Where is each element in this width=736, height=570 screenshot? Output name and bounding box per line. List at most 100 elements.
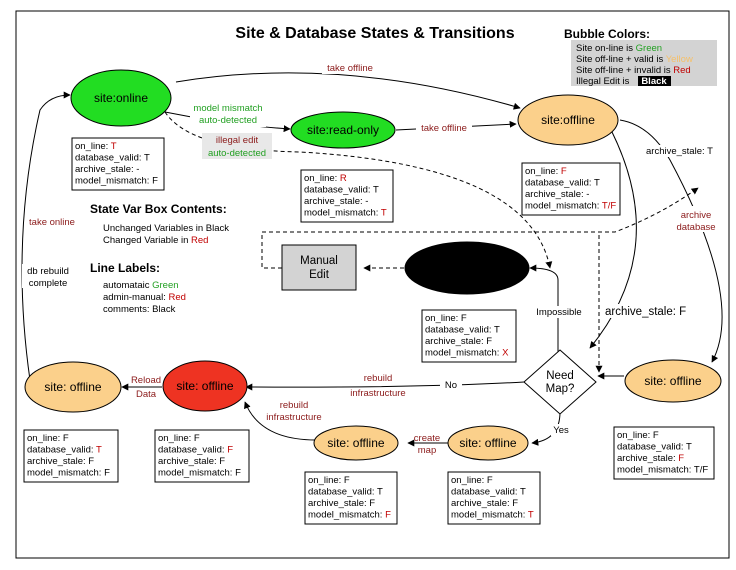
label-reload-data-b: Data xyxy=(136,389,157,400)
node-manual-edit-line1: Manual xyxy=(300,255,338,267)
label-bg xyxy=(440,379,462,391)
edge-archive-database-dashed xyxy=(261,187,699,269)
node-manual-edit[interactable] xyxy=(281,244,357,291)
node-site-offline-top[interactable] xyxy=(517,94,619,146)
node-site-offline-left[interactable] xyxy=(24,361,122,413)
node-site-offline-mid2-label: site: offline xyxy=(459,436,516,450)
line-labels-title: Line Labels: xyxy=(90,261,160,275)
state-var-row: archive_stale: F xyxy=(158,456,225,467)
node-need-map-decision[interactable] xyxy=(523,349,597,415)
label-bg xyxy=(190,101,266,127)
label-bg xyxy=(674,206,718,232)
state-var-row: database_valid: F xyxy=(158,445,233,456)
node-site-online-label: site:online xyxy=(94,91,148,105)
diagram-title: Site & Database States & Transitions xyxy=(235,25,514,42)
line-labels-line3: comments: Black xyxy=(103,304,176,315)
edge-labels: take offline model mismatch auto-detecte… xyxy=(22,62,720,456)
label-archive-db-2: database xyxy=(676,222,715,233)
bubble-color-legend: Bubble Colors: Site on-line is Green Sit… xyxy=(564,27,717,87)
state-var-row: model_mismatch: F xyxy=(75,176,158,187)
state-box-frame xyxy=(613,426,715,480)
diagram-frame xyxy=(15,10,730,559)
node-site-readonly[interactable] xyxy=(290,111,396,149)
node-need-map-line2: Map? xyxy=(546,383,575,395)
state-var-row: on_line: F xyxy=(617,430,659,441)
legend-title: Bubble Colors: xyxy=(564,27,650,41)
label-create-map-a: create xyxy=(414,433,440,444)
label-bg xyxy=(22,264,74,288)
state-var-notes-line2: Changed Variable in Red xyxy=(103,235,208,246)
state-var-row: model_mismatch: T xyxy=(304,208,387,219)
state-var-row: model_mismatch: X xyxy=(425,348,509,359)
label-rebuild-infra-1b: infrastructure xyxy=(350,388,405,399)
state-box-frame xyxy=(421,309,517,363)
node-site-online[interactable] xyxy=(70,69,172,127)
state-var-row: model_mismatch: T/F xyxy=(617,465,708,476)
edge-impossible xyxy=(529,264,559,352)
state-var-notes-title: State Var Box Contents: xyxy=(90,202,227,216)
state-box-frame xyxy=(71,137,165,191)
notes: State Var Box Contents: Unchanged Variab… xyxy=(90,202,229,315)
label-rebuild-infra-2a: rebuild xyxy=(280,400,309,411)
label-rebuild-infra-1a: rebuild xyxy=(364,373,393,384)
edge-no-rebuild-infra xyxy=(245,381,525,391)
legend-black-word: Black xyxy=(641,76,667,87)
node-site-illegal-edit[interactable] xyxy=(404,241,530,295)
state-var-row: database_valid: T xyxy=(425,325,500,336)
state-var-row: archive_stale: F xyxy=(451,498,518,509)
state-var-row: archive_stale: - xyxy=(525,189,589,200)
legend-item-online: Site on-line is Green xyxy=(576,43,662,54)
state-var-row: model_mismatch: T/F xyxy=(525,201,616,212)
node-site-offline-mid1[interactable] xyxy=(313,425,399,461)
state-var-row: archive_stale: F xyxy=(27,456,94,467)
edge-rebuild-infra-2 xyxy=(244,401,317,441)
state-box-frame xyxy=(521,162,621,216)
label-illegal-edit-2: auto-detected xyxy=(208,148,266,159)
label-db-rebuild-b: complete xyxy=(29,278,68,289)
label-reload-data-a: Reload xyxy=(131,375,161,386)
state-var-row: on_line: R xyxy=(304,173,347,184)
state-var-row: database_valid: T xyxy=(27,445,102,456)
label-take-online: take online xyxy=(29,217,75,228)
label-model-mismatch-2: auto-detected xyxy=(199,115,257,126)
label-db-rebuild-a: db rebuild xyxy=(27,266,69,277)
state-var-notes-line1: Unchanged Variables in Black xyxy=(103,223,229,234)
label-archive-stale-t: archive_stale: T xyxy=(646,146,713,157)
state-var-row: database_valid: T xyxy=(75,153,150,164)
state-var-row: on_line: F xyxy=(451,475,493,486)
edges xyxy=(21,72,723,447)
state-var-row: archive_stale: - xyxy=(75,164,139,175)
state-var-row: on_line: F xyxy=(525,166,567,177)
state-box-frame xyxy=(300,169,394,223)
state-var-row: archive_stale: F xyxy=(308,498,375,509)
edge-take-offline-top xyxy=(175,72,521,110)
state-var-row: on_line: F xyxy=(158,433,200,444)
state-var-row: on_line: F xyxy=(27,433,69,444)
state-var-row: on_line: T xyxy=(75,141,117,152)
label-archive-db-1: archive xyxy=(681,210,712,221)
label-bg xyxy=(416,122,472,134)
node-site-illegal-edit-label: site: illegal edit xyxy=(424,261,511,275)
line-labels-line1: automataic Green xyxy=(103,280,179,291)
node-site-offline-right[interactable] xyxy=(624,359,722,403)
node-site-offline-top-label: site:offline xyxy=(541,113,595,127)
edge-illegal-edit-dashed xyxy=(164,111,553,269)
node-site-offline-mid2[interactable] xyxy=(447,425,529,461)
state-var-row: on_line: F xyxy=(425,313,467,324)
node-site-offline-red[interactable] xyxy=(162,360,248,412)
state-var-row: model_mismatch: F xyxy=(308,510,391,521)
state-var-row: archive_stale: F xyxy=(617,453,684,464)
state-var-row: model_mismatch: F xyxy=(158,468,241,479)
label-bg-illegal xyxy=(202,133,272,159)
state-var-row: database_valid: T xyxy=(308,487,383,498)
